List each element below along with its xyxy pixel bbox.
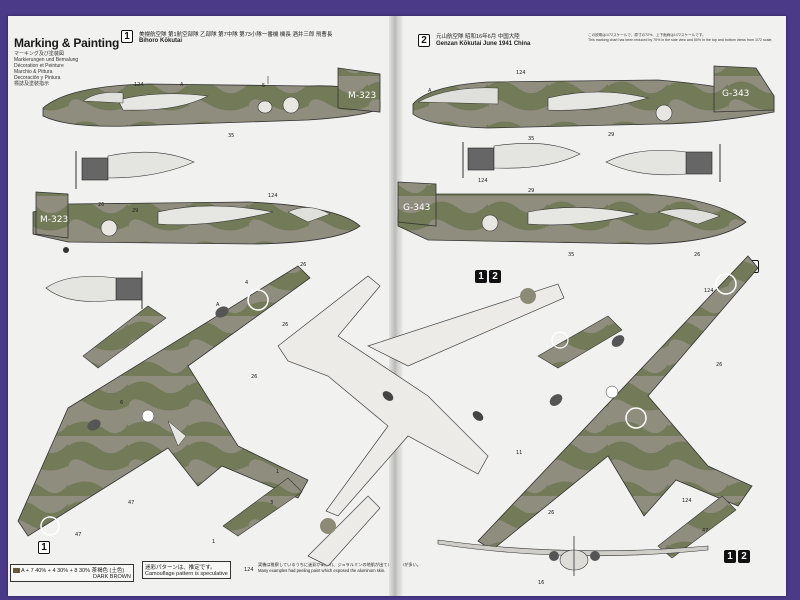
camo-note-jp: 迷彩パターンは、推定です。 (145, 565, 216, 571)
callout-1-b: 1 (212, 539, 215, 545)
callout-29: 29 (132, 208, 138, 214)
instruction-sheet: Marking & Painting マーキング及び塗装図 Markierung… (8, 16, 786, 596)
scheme-2-number-badge: 2 (418, 34, 430, 47)
scheme-1-top-view (17, 265, 311, 537)
scheme-1-side-view-lower: M-323 (32, 191, 361, 253)
callout-r-11: 11 (516, 450, 522, 456)
callout-r-47: 47 (702, 528, 708, 534)
callout-r-124: 124 (516, 70, 526, 76)
callout-5: 5 (262, 83, 265, 89)
scheme-2-title-jp: 元山航空隊 昭和16年6月 中国大陸 (436, 34, 520, 40)
callout-3: 3 (270, 500, 273, 506)
tail-code-lower: M-323 (40, 215, 68, 225)
callout-r-a: A (428, 88, 432, 94)
callout-124-b: 124 (268, 193, 278, 199)
heading-translation-5: 標誌及塗裝指示 (14, 81, 50, 87)
scheme-2-top-view (477, 255, 759, 559)
heading-translation-3: Marchio & Pittura (14, 69, 53, 75)
callout-r-26-b: 26 (716, 362, 722, 368)
scheme-title-jp: 美幌航空隊 第1航空部隊 乙部隊 第7中隊 第73小隊一番機 機長 酒井三郎 飛… (139, 32, 333, 38)
callout-26-d: 26 (251, 374, 257, 380)
right-page: 2 元山航空隊 昭和16年6月 中国大陸 Genzan Kōkutai June… (258, 16, 786, 596)
scheme-2-nacelle-views (462, 142, 721, 182)
paint-legend: A + 7 40% + 4 30% + 8 30% 茶褐色 (土色) DARK … (10, 564, 134, 582)
callout-r-124-b: 124 (478, 178, 488, 184)
scheme-number-badge: 1 (121, 30, 133, 43)
callout-47: 47 (128, 500, 134, 506)
callout-26-b: 26 (300, 262, 306, 268)
footer-scheme-badge: 1 (38, 541, 50, 554)
tail-code-2-upper: G-343 (722, 89, 749, 99)
callout-r-29-b: 29 (528, 188, 534, 194)
callout-124: 124 (134, 82, 144, 88)
callout-r-35-b: 35 (568, 252, 574, 258)
scale-notes-jp: この説明は1/72スケールで、原寸の72%、上下面両は1/72スケールです。 (588, 33, 706, 37)
callout-26-c: 26 (282, 322, 288, 328)
front-view (437, 536, 709, 576)
callout-124-c: 124 (244, 567, 254, 573)
callout-1: 1 (276, 469, 279, 475)
callout-a: A (180, 82, 184, 88)
callout-r-124-c: 124 (704, 288, 714, 294)
callout-r-26-c: 26 (548, 510, 554, 516)
callout-6: 6 (120, 400, 123, 406)
combined-badge-1: 1 (475, 270, 487, 283)
scheme-title-en: Bihoro Kōkutai (139, 38, 182, 44)
heading-translation-0: マーキング及び塗装図 (14, 51, 64, 57)
camo-note-en: Camouflage pattern is speculative (145, 571, 228, 577)
scale-notes: この説明は1/72スケールで、原寸の72%、上下面両は1/72スケールです。 T… (588, 33, 778, 42)
combined-badge-2: 2 (489, 270, 501, 283)
callout-26: 26 (98, 202, 104, 208)
right-page-callouts: A 124 29 35 124 29 35 26 124 26 11 124 2… (428, 70, 722, 586)
paint-name-jp: 茶褐色 (土色) (91, 568, 125, 574)
tail-code-upper: M-323 (348, 91, 376, 101)
paint-formula: A + 7 40% + 4 30% + 8 30% (21, 568, 90, 574)
scheme-2-side-view-lower: G-343 (397, 181, 747, 245)
callout-35: 35 (228, 133, 234, 139)
scheme-1-side-view-upper: M-323 (42, 67, 381, 127)
pedestal-note-jp: 実機は推察しているうちに迷彩が剥がれ、ジュラルミンの地肌が出ていたものが多い。 (258, 562, 421, 567)
callout-r-124-d: 124 (682, 498, 692, 504)
scheme-1-nacelle-views (45, 151, 195, 309)
footer-badge-2: 2 (738, 550, 750, 563)
tail-code-2-lower: G-343 (403, 203, 430, 213)
callout-47-b: 47 (75, 532, 81, 538)
dark-brown-swatch (13, 568, 20, 574)
footer-badge-1: 1 (724, 550, 736, 563)
callout-r-35: 35 (528, 136, 534, 142)
callout-r-29: 29 (608, 132, 614, 138)
heading-translation-2: Décoration et Peinture (14, 63, 64, 69)
heading: Marking & Painting (14, 36, 120, 50)
underside-view-outline (277, 275, 565, 567)
callout-r-26: 26 (694, 252, 700, 258)
scale-notes-en: This marking chart has been reduced by 7… (588, 37, 773, 42)
left-page: Marking & Painting マーキング及び塗装図 Markierung… (8, 16, 392, 596)
callout-r-16: 16 (538, 580, 544, 586)
callout-a-b: A (216, 302, 220, 308)
pedestal-note: 実機は推察しているうちに迷彩が剥がれ、ジュラルミンの地肌が出ていたものが多い。 … (256, 561, 460, 574)
scheme-2-title-en: Genzan Kōkutai June 1941 China (436, 41, 531, 47)
heading-translation-1: Markierungen und Bemalung (14, 57, 79, 63)
camouflage-note: 迷彩パターンは、推定です。 Camouflage pattern is spec… (142, 561, 231, 579)
aircraft-artwork: M-323 M-323 (17, 65, 775, 586)
scheme-2-side-view-upper: G-343 (412, 65, 775, 129)
pedestal-note-en: Many examples had peeling paint which ex… (258, 568, 386, 573)
paint-name-en: DARK BROWN (93, 574, 131, 580)
heading-translation-4: Decoración y Pintura (14, 75, 61, 81)
callout-4: 4 (245, 280, 248, 286)
left-page-callouts: 124 A 35 5 26 29 124 26 4 A 26 26 6 47 4… (75, 82, 306, 573)
